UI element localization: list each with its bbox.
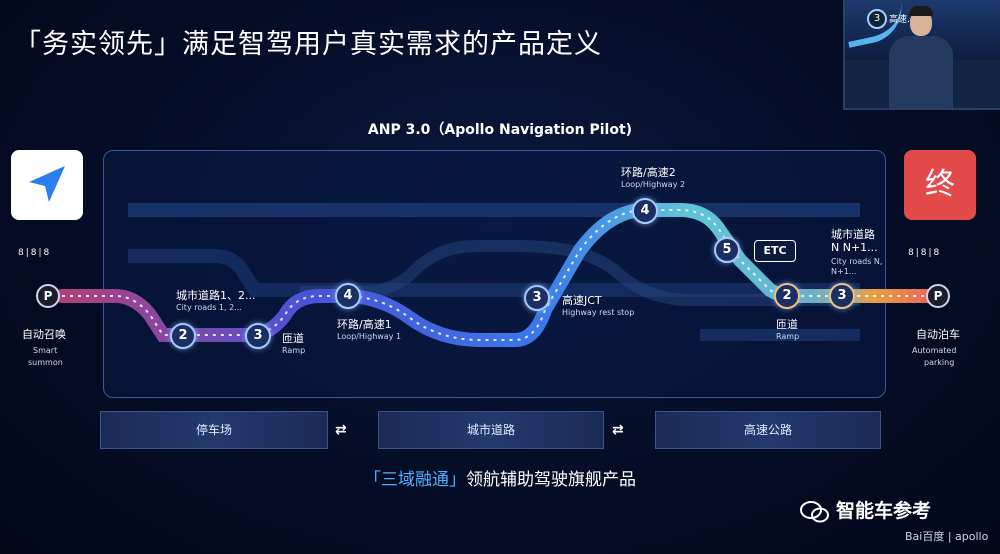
main-route: [62, 210, 935, 340]
loop2-label-zh: 环路/高速2: [621, 164, 676, 180]
route-node-1: 2: [170, 323, 196, 349]
tagline: 「三域融通」领航辅助驾驶旗舰产品: [0, 465, 1000, 490]
jct-label-en: Highway rest stop: [562, 308, 634, 317]
watermark: 智能车参考: [800, 496, 931, 523]
route-node-8: 3: [829, 283, 855, 309]
end-parking-node: P: [926, 284, 950, 308]
tagline-rest: 领航辅助驾驶旗舰产品: [466, 470, 636, 490]
navigation-arrow-icon: [25, 162, 69, 206]
city-roads-right-label-zh: 城市道路: [831, 226, 875, 242]
city-roads-right-label-zh2: N N+1...: [831, 241, 878, 254]
route-node-4: 3: [524, 285, 550, 311]
start-parking-cars-icon: 8|8|8: [18, 248, 51, 258]
end-label-en1: Automated: [912, 346, 956, 355]
tagline-highlight: 「三域融通」: [364, 470, 466, 490]
zone-parking: 停车场: [100, 411, 328, 449]
start-label-en2: summon: [28, 358, 63, 367]
watermark-text: 智能车参考: [836, 500, 931, 522]
ramp1-label-en: Ramp: [282, 346, 305, 355]
end-label-en2: parking: [924, 358, 954, 367]
route-node-6: 5: [714, 237, 740, 263]
end-label-zh: 自动泊车: [916, 326, 960, 342]
route-node-2: 3: [245, 323, 271, 349]
start-label-zh: 自动召唤: [22, 326, 66, 342]
ramp1-label-zh: 匝道: [282, 330, 304, 346]
city-roads-right-label-en1: City roads N,: [831, 257, 882, 266]
route-node-7: 2: [774, 283, 800, 309]
etc-badge: ETC: [754, 240, 796, 262]
loop1-label-en: Loop/Highway 1: [337, 332, 401, 341]
city-roads-label-en: City roads 1, 2...: [176, 303, 242, 312]
route-node-5: 4: [632, 198, 658, 224]
destination-icon: 终: [904, 150, 976, 220]
zone-highway: 高速公路: [655, 411, 881, 449]
start-label-en1: Smart: [33, 346, 57, 355]
wechat-icon: [800, 501, 830, 523]
main-route-dashes: [62, 210, 935, 340]
ramp2-label-en: Ramp: [776, 332, 799, 341]
loop2-label-en: Loop/Highway 2: [621, 180, 685, 189]
city-roads-right-label-en2: N+1...: [831, 267, 856, 276]
ramp2-label-zh: 匝道: [776, 316, 798, 332]
city-roads-label-zh: 城市道路1、2...: [176, 287, 256, 303]
loop1-label-zh: 环路/高速1: [337, 316, 392, 332]
swap-arrows-icon-1: ⇄: [335, 422, 347, 438]
brand-logo-text: Bai百度 | apollo: [905, 528, 988, 544]
start-parking-node: P: [36, 284, 60, 308]
navigation-app-icon: [11, 150, 83, 220]
swap-arrows-icon-2: ⇄: [612, 422, 624, 438]
zone-city-roads: 城市道路: [378, 411, 604, 449]
jct-label-zh: 高速JCT: [562, 292, 602, 308]
end-parking-cars-icon: 8|8|8: [908, 248, 941, 258]
route-node-3: 4: [335, 283, 361, 309]
